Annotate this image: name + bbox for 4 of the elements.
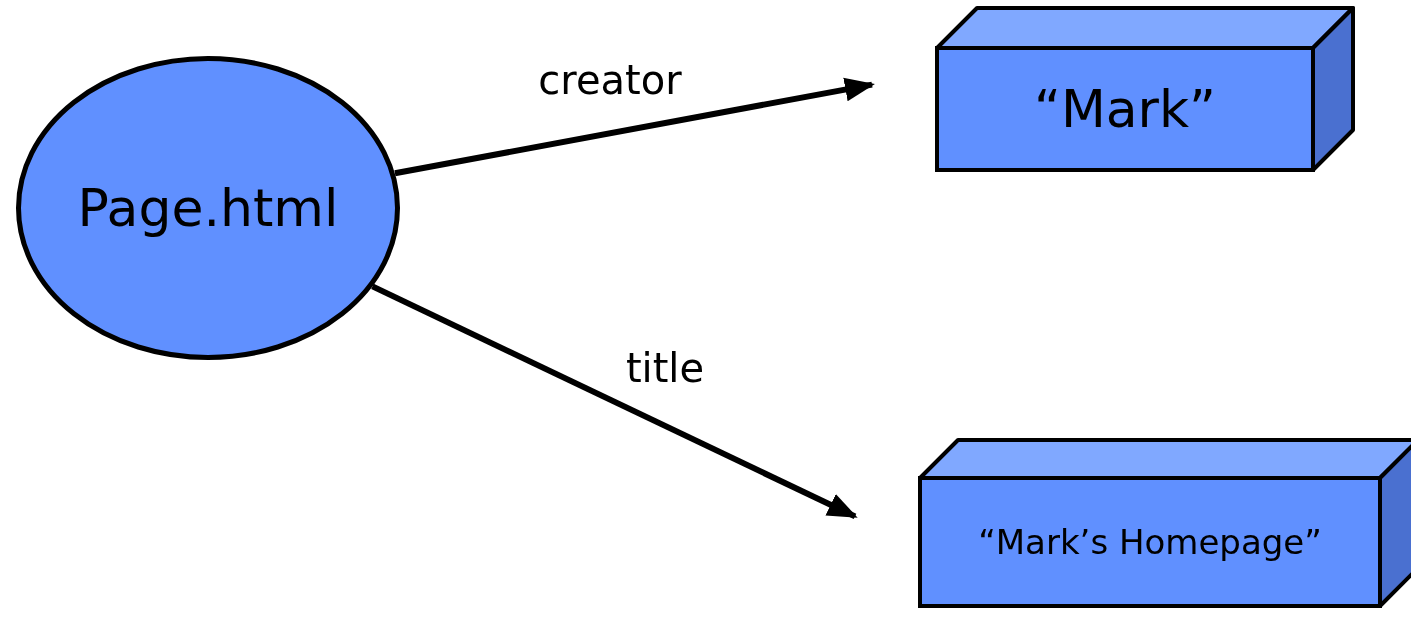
arrow: [371, 283, 858, 520]
resource-ellipse: [16, 56, 400, 360]
node-label: Page.html: [77, 178, 339, 238]
arrow: [394, 77, 875, 177]
